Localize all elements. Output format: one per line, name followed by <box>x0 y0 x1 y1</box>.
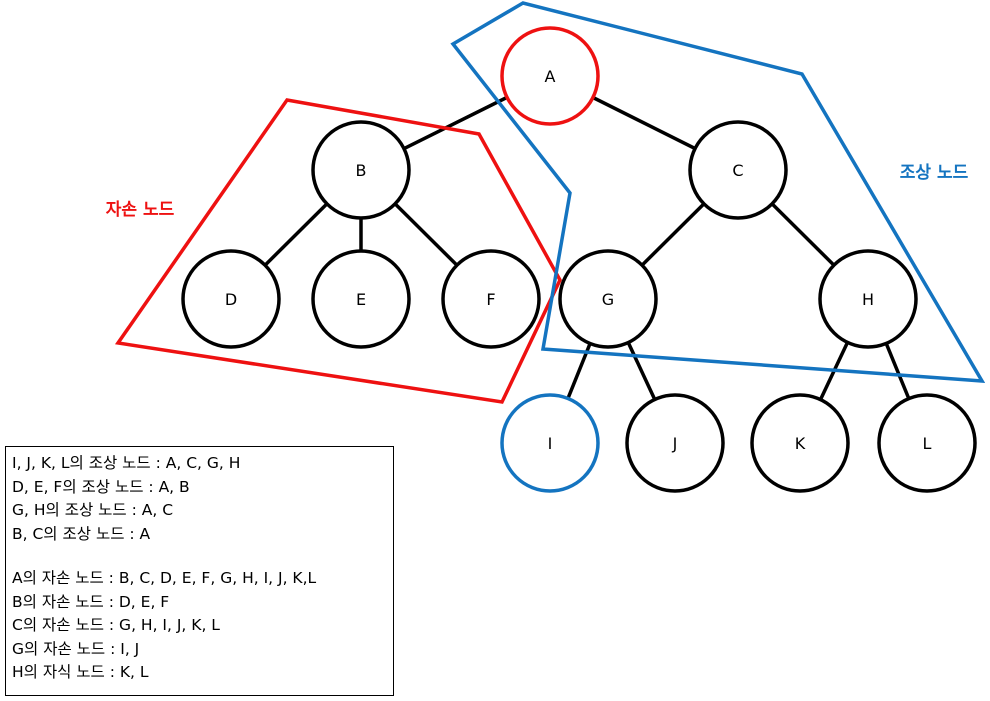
descendant-summary-line: H의 자식 노드 : K, L <box>12 663 149 681</box>
node-circle-k <box>750 393 850 493</box>
node-label-l: L <box>923 434 932 453</box>
descendant-summary-line: C의 자손 노드 : G, H, I, J, K, L <box>12 616 220 634</box>
node-circle-c <box>688 120 788 220</box>
ancestor-summary-line: G, H의 조상 노드 : A, C <box>12 501 174 519</box>
node-f: F <box>441 249 541 349</box>
node-circle-j <box>625 393 725 493</box>
node-label-f: F <box>486 290 495 309</box>
node-c: C <box>688 120 788 220</box>
ancestor-summary: I, J, K, L의 조상 노드 : A, C, G, H D, E, F의 조… <box>12 452 393 546</box>
relationship-info-box: I, J, K, L의 조상 노드 : A, C, G, H D, E, F의 조… <box>5 446 394 696</box>
descendant-group-label: 자손 노드 <box>106 200 175 220</box>
node-label-h: H <box>862 290 874 309</box>
node-a: A <box>500 26 600 126</box>
node-label-j: J <box>672 434 678 453</box>
ancestor-group-label: 조상 노드 <box>900 163 969 183</box>
ancestor-summary-line: B, C의 조상 노드 : A <box>12 524 151 543</box>
node-g: G <box>558 249 658 349</box>
node-i: I <box>500 393 600 493</box>
tree-nodes: A B C D E F G H I J K L <box>181 26 977 493</box>
node-label-k: K <box>795 434 806 453</box>
section-gap <box>12 546 393 567</box>
descendant-group-outline <box>114 98 562 404</box>
node-label-g: G <box>602 290 614 309</box>
node-j: J <box>625 393 725 493</box>
node-label-i: I <box>548 434 553 453</box>
node-circle-h <box>818 249 918 349</box>
node-circle-a <box>500 26 600 126</box>
node-d: D <box>181 249 281 349</box>
node-label-a: A <box>545 67 556 86</box>
node-circle-g <box>558 249 658 349</box>
node-circle-b <box>311 120 411 220</box>
node-circle-d <box>181 249 281 349</box>
ancestor-summary-line: I, J, K, L의 조상 노드 : A, C, G, H <box>12 454 241 472</box>
node-label-d: D <box>225 290 237 309</box>
node-circle-f <box>441 249 541 349</box>
node-circle-e <box>311 249 411 349</box>
node-b: B <box>311 120 411 220</box>
ancestor-group-outline <box>450 1 986 383</box>
descendant-summary: A의 자손 노드 : B, C, D, E, F, G, H, I, J, K,… <box>12 567 393 685</box>
node-label-e: E <box>356 290 366 309</box>
node-l: L <box>877 393 977 493</box>
ancestor-summary-line: D, E, F의 조상 노드 : A, B <box>12 477 190 496</box>
node-e: E <box>311 249 411 349</box>
node-h: H <box>818 249 918 349</box>
node-label-c: C <box>732 161 743 180</box>
descendant-summary-line: G의 자손 노드 : I, J <box>12 639 140 658</box>
node-k: K <box>750 393 850 493</box>
descendant-summary-line: A의 자손 노드 : B, C, D, E, F, G, H, I, J, K,… <box>12 569 317 587</box>
node-label-b: B <box>356 161 367 180</box>
node-circle-i <box>500 393 600 493</box>
descendant-summary-line: B의 자손 노드 : D, E, F <box>12 592 170 611</box>
node-circle-l <box>877 393 977 493</box>
